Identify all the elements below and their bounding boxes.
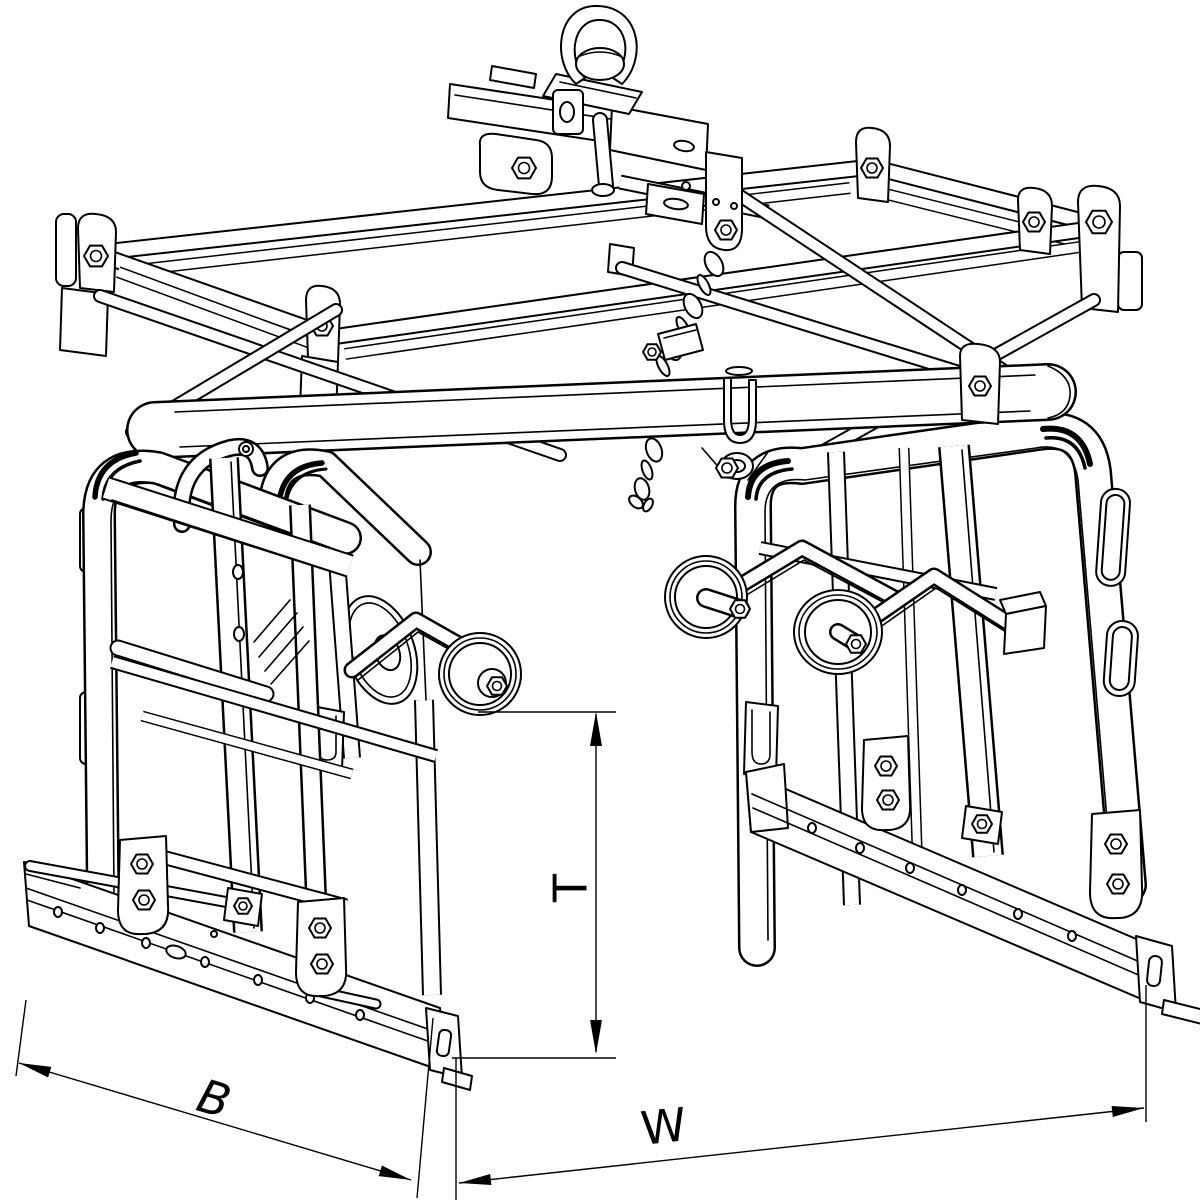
main-cross-beam: [126, 363, 1077, 459]
right-bottom-rail: [745, 763, 1200, 1025]
crosshead-trolley: [447, 65, 743, 252]
u-shackle: [723, 377, 757, 444]
right-gripper-frame: [734, 411, 1147, 967]
suspension-chain: [642, 250, 725, 377]
corner-cap: [55, 213, 77, 287]
handle-slot: [1102, 620, 1139, 697]
chain-lock: [657, 323, 704, 361]
shackle-pin: [575, 47, 625, 81]
lifting-shackle: [560, 4, 638, 85]
dimension-label-b: B: [191, 1068, 237, 1129]
right-bottom-brackets: [861, 735, 1144, 920]
beam-shackle-and-pulley: [628, 342, 1001, 513]
top-spreader-frame: [55, 126, 1143, 417]
right-rollers: [664, 539, 1047, 675]
trolley-beam-front: [609, 105, 709, 171]
dimension-T: T: [452, 711, 616, 1059]
pivot-lug-right: [1077, 184, 1121, 313]
handle-slot: [1095, 487, 1131, 587]
left-rollers: [343, 611, 522, 716]
left-bottom-brackets: [117, 835, 348, 998]
dimension-label-t: T: [544, 873, 598, 903]
left-gripper-frame: [79, 438, 442, 996]
dimension-label-w: W: [638, 1097, 689, 1156]
dimension-W: W: [455, 985, 1147, 1200]
